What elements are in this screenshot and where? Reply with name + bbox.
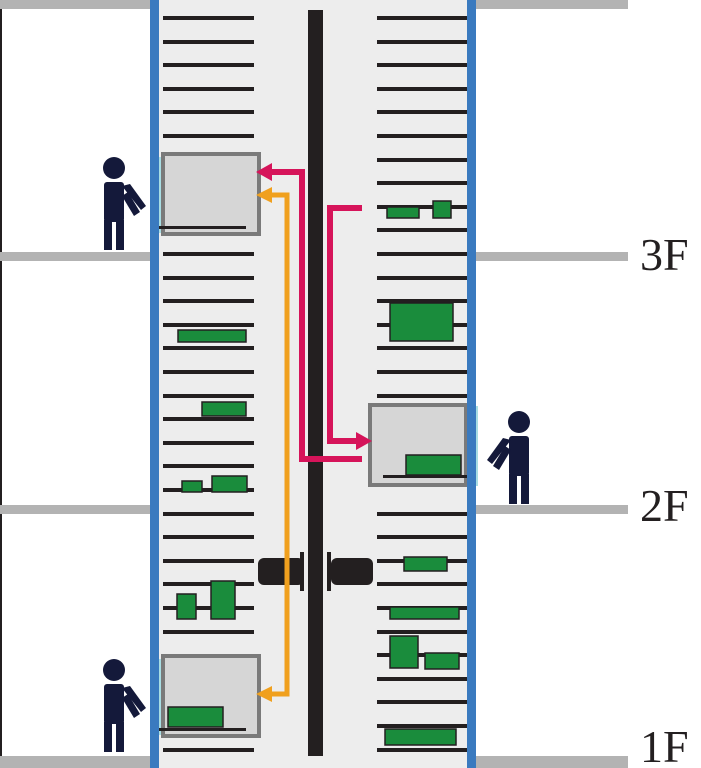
shelf-line	[377, 181, 467, 185]
arrow-icon	[256, 163, 272, 181]
stored-item	[211, 475, 248, 493]
shelf-line	[377, 63, 467, 67]
stored-item	[386, 206, 420, 219]
shelf-line	[377, 158, 467, 162]
picked-item	[405, 454, 462, 476]
shelf-line	[163, 394, 254, 398]
shelf-line	[163, 63, 254, 67]
floor-label-1f: 1F	[640, 721, 689, 768]
shelf-line	[377, 228, 467, 232]
route-magenta	[270, 169, 362, 462]
shelf-line	[377, 205, 467, 209]
station-1f	[158, 654, 261, 738]
stored-item	[389, 635, 419, 669]
shelf-line	[377, 535, 467, 539]
shelf-line	[163, 370, 254, 374]
shelf-line	[377, 653, 467, 657]
floor-label-3f: 3F	[640, 229, 689, 280]
shelf-line	[163, 417, 254, 421]
route-line	[270, 169, 362, 462]
shelf-line	[377, 724, 467, 728]
shelf-line	[163, 441, 254, 445]
shelf-line	[377, 134, 467, 138]
stored-item	[201, 401, 247, 417]
station-tray	[158, 226, 246, 229]
shelf-line	[377, 87, 467, 91]
center-rail	[308, 10, 323, 756]
person-icon	[103, 157, 146, 250]
stored-item	[403, 556, 448, 572]
shelf-line	[377, 748, 467, 752]
shelf-line	[377, 110, 467, 114]
shelf-line	[163, 606, 254, 610]
shelf-line	[163, 299, 254, 303]
shelf-line	[163, 40, 254, 44]
shelf-line	[163, 134, 254, 138]
shelf-line	[163, 16, 254, 20]
shelf-line	[163, 559, 254, 563]
shelf-line	[163, 87, 254, 91]
shelf-line	[377, 370, 467, 374]
left-shelf-column	[163, 16, 254, 752]
stored-item	[389, 302, 454, 342]
station-tray	[158, 728, 246, 731]
route-line	[327, 205, 362, 444]
person-icon	[103, 659, 146, 752]
shelf-line	[163, 252, 254, 256]
route-orange	[270, 192, 290, 697]
station-2f	[368, 403, 478, 487]
stored-item	[177, 329, 247, 343]
floor-label-2f: 2F	[640, 480, 689, 531]
shelf-line	[163, 110, 254, 114]
shelf-line	[377, 299, 467, 303]
shelf-line	[377, 276, 467, 280]
shaft-wall-left	[150, 0, 159, 768]
shelf-line	[163, 748, 254, 752]
shelf-line	[377, 16, 467, 20]
shelf-line	[163, 276, 254, 280]
stored-item	[389, 606, 460, 620]
shelf-line	[377, 630, 467, 634]
building-edge	[0, 0, 2, 768]
station-3f	[158, 152, 261, 236]
shelf-line	[163, 630, 254, 634]
route-line	[270, 192, 290, 697]
stored-item	[210, 580, 236, 620]
stored-item	[432, 200, 452, 219]
station-box	[161, 152, 261, 236]
arrow-heads	[256, 163, 372, 702]
shelf-line	[163, 582, 254, 586]
arrow-icon	[256, 187, 272, 203]
coupling-icon	[258, 552, 373, 591]
shelf-line	[377, 394, 467, 398]
arrow-icon	[256, 686, 272, 702]
stored-items	[176, 200, 460, 746]
shelf-line	[377, 512, 467, 516]
shelf-line	[163, 464, 254, 468]
stored-item	[181, 480, 203, 493]
shelf-line	[163, 512, 254, 516]
shelf-line	[163, 488, 254, 492]
shelf-line	[377, 346, 467, 350]
stored-item	[424, 652, 460, 670]
shelf-line	[377, 40, 467, 44]
shelf-line	[163, 323, 254, 327]
arrow-icon	[356, 432, 372, 450]
shelf-line	[377, 252, 467, 256]
shelf-line	[377, 582, 467, 586]
shelf-line	[163, 346, 254, 350]
stored-item	[384, 728, 457, 746]
station-tray	[383, 475, 468, 478]
shelf-line	[163, 535, 254, 539]
shelf-line	[377, 700, 467, 704]
shaft-wall-right	[467, 0, 476, 768]
person-icon	[487, 411, 530, 504]
shelf-line	[377, 677, 467, 681]
stored-item	[176, 593, 197, 620]
picked-item	[167, 706, 224, 728]
